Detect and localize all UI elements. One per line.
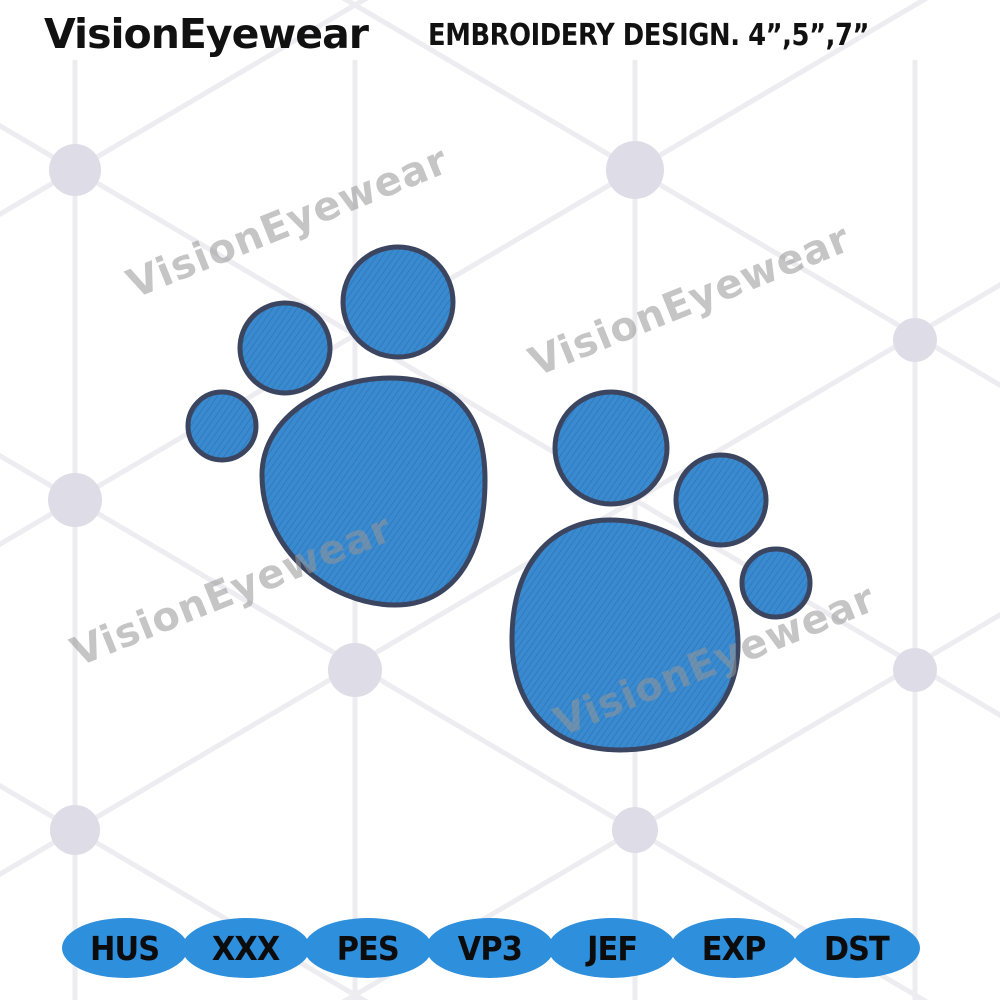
left-paw-toe-small [185, 389, 259, 463]
design-tagline: EMBROIDERY DESIGN. 4”,5”,7” [428, 18, 870, 53]
left-paw-toe-medium [237, 300, 333, 396]
format-badge-vp3: VP3 [426, 918, 554, 978]
right-paw-pad [509, 517, 741, 753]
left-paw-print [185, 244, 488, 608]
left-paw-pad [259, 375, 488, 608]
right-paw-toe-small [739, 546, 813, 620]
format-badge-jef: JEF [548, 918, 676, 978]
format-badge-pes: PES [304, 918, 432, 978]
header: VisionEyewear EMBROIDERY DESIGN. 4”,5”,7… [0, 0, 1000, 75]
format-badge-dst: DST [792, 918, 920, 978]
format-badge-xxx: XXX [182, 918, 310, 978]
right-paw-toe-medium [673, 452, 769, 548]
format-badge-hus: HUS [62, 918, 188, 978]
right-paw-toe-large [552, 389, 670, 507]
brand-name: VisionEyewear [44, 10, 369, 58]
left-paw-toe-large [340, 244, 456, 360]
format-badge-exp: EXP [670, 918, 798, 978]
right-paw-print [509, 389, 813, 753]
file-format-list: HUS XXX PES VP3 JEF EXP DST [62, 918, 962, 984]
